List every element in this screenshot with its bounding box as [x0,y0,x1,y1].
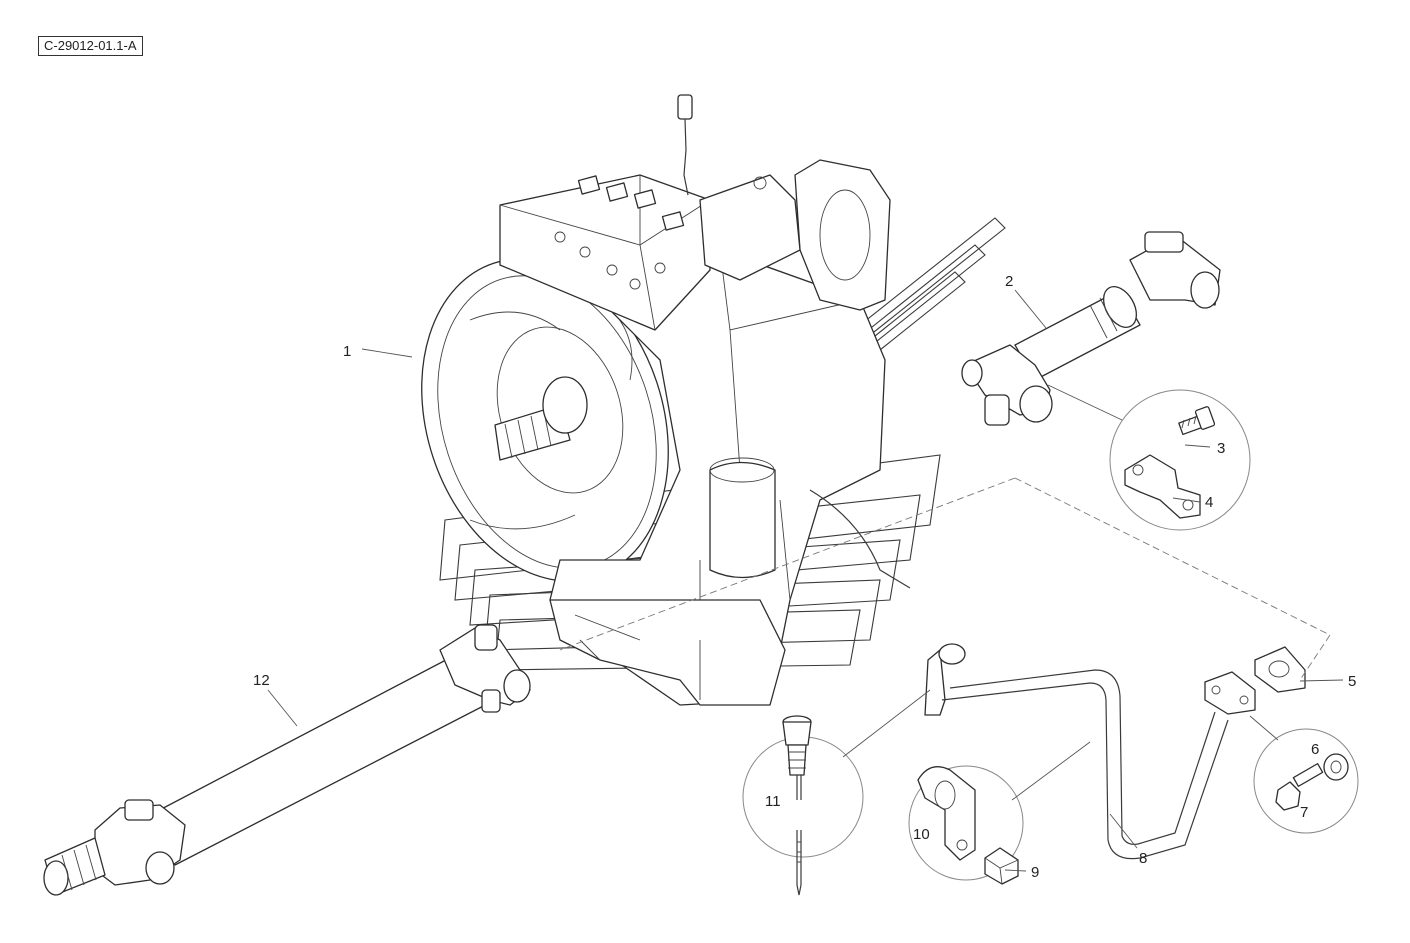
part-3-bolt [1178,406,1216,436]
detail-circle-11 [742,715,864,896]
callout-9: 9 [1031,864,1039,881]
callout-8: 8 [1139,850,1147,867]
callout-2: 2 [1005,273,1013,290]
part-5-gasket [1254,646,1306,693]
drawing-reference-code: C-29012-01.1-A [38,36,143,56]
callout-1: 1 [343,343,351,360]
part-7-bolt [1275,763,1324,811]
leader-lines [267,289,1344,872]
part-1-transmission [421,94,911,706]
assembly-lines [559,384,1331,681]
part-11-dipstick [782,715,812,896]
part-4-bracket [1124,454,1201,519]
callout-10: 10 [913,826,930,843]
detail-circle-6-7 [1253,728,1359,834]
callout-5: 5 [1348,673,1356,690]
detail-circle-9-10 [908,765,1024,885]
callout-7: 7 [1300,804,1308,821]
detail-circle-3-4 [1109,389,1251,531]
callout-labels: 1 2 3 4 5 6 7 8 9 10 11 12 [253,273,1356,881]
part-12-propeller-shaft [43,624,531,896]
part-2-drive-shaft [961,231,1221,426]
part-8-oil-tube [924,643,1256,860]
callout-12: 12 [253,672,270,689]
part-10-clamp [917,766,976,861]
part-9-bolt [984,847,1019,885]
callout-4: 4 [1205,494,1213,511]
part-6-washer [1323,753,1349,781]
callout-11: 11 [765,793,781,810]
callout-3: 3 [1217,440,1225,457]
callout-6: 6 [1311,741,1319,758]
